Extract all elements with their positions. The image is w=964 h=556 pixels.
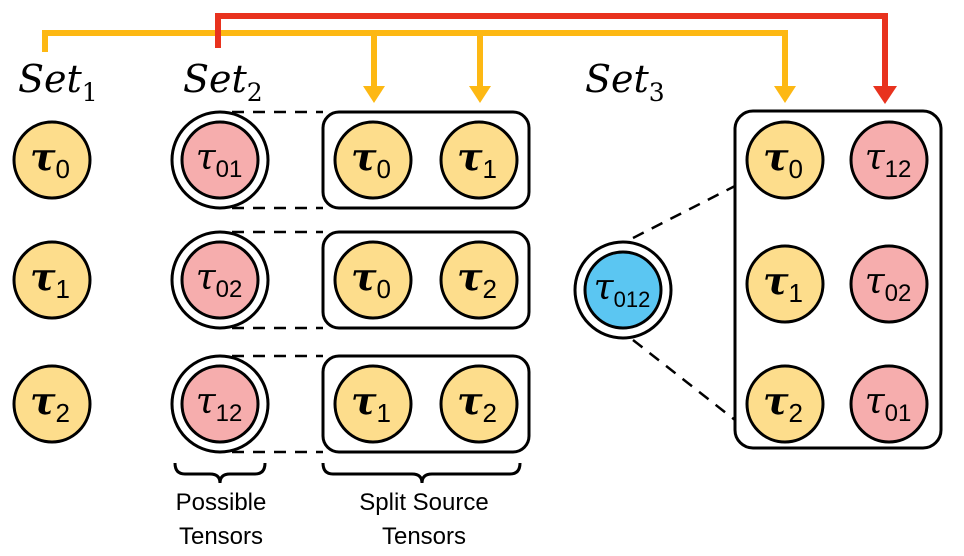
set3-split-3-left-circle [745, 364, 825, 444]
set2-tensor-01-circle [180, 120, 260, 200]
captions: Possible Tensors Split Source Tensors [176, 489, 489, 550]
split-source-3-right-circle [439, 364, 519, 444]
split-brace [321, 462, 522, 484]
split-source-3-right: τ2 [439, 364, 519, 444]
set3-split-3-right-label: τ01 [865, 381, 912, 427]
dashed-guides [232, 110, 736, 454]
split-source-2-left: τ0 [333, 240, 413, 320]
split-box-2 [321, 230, 531, 330]
split-source-1-left-label: τ0 [351, 134, 391, 184]
split-source-2-right-label: τ2 [457, 254, 497, 304]
set2-tensor-12-label: τ12 [196, 381, 243, 427]
orange-connector-line [42, 30, 788, 88]
split-source-3-right-label: τ2 [457, 378, 497, 428]
set3-split-box [733, 109, 943, 450]
set2-label: Set2 [183, 57, 263, 107]
split-source-2-left-label: τ0 [351, 254, 391, 304]
set2-tensor-12-circle [180, 364, 260, 444]
split-source-3-left-circle [333, 364, 413, 444]
set2-tensor-02-label: τ02 [196, 257, 243, 303]
set3-split-3-left: τ2 [745, 364, 825, 444]
set3-split-3-left-label: τ2 [763, 378, 803, 428]
orange-arrowhead-2 [469, 86, 491, 103]
set1-tensor-0-label: τ0 [30, 134, 70, 184]
set1-tensor-2: τ2 [12, 364, 92, 444]
set3-split-2-left-circle [745, 244, 825, 324]
split-box-1 [321, 110, 531, 210]
set1-tensor-0: τ0 [12, 120, 92, 200]
split-source-1-left-circle [333, 120, 413, 200]
set3-label: Set3 [585, 57, 665, 107]
red-connector-line [215, 13, 888, 88]
split-caption-line1: Split Source [359, 489, 488, 516]
orange-arrowhead-3 [774, 86, 796, 103]
possible-caption-line2: Tensors [179, 523, 263, 550]
set2-tensor-02-circle [180, 240, 260, 320]
set3-tensor-012-circle [583, 250, 663, 330]
set1-tensor-1-label: τ1 [30, 254, 70, 304]
set3-split-2-left-label: τ1 [763, 258, 803, 308]
set2-tensor-01: τ01 [170, 110, 270, 210]
set2-tensor-12: τ12 [170, 354, 270, 454]
possible-caption-line1: Possible [176, 489, 267, 516]
set3-split-1-left: τ0 [745, 120, 825, 200]
set1-tensor-2-label: τ2 [30, 378, 70, 428]
split-box-3 [321, 354, 531, 454]
split-source-1-right: τ1 [439, 120, 519, 200]
set3-split-2-right: τ02 [849, 244, 929, 324]
dash-set3-top [632, 184, 736, 240]
possible-brace [173, 462, 267, 484]
set1-tensor-2-circle [12, 364, 92, 444]
set3-split-1-left-label: τ0 [763, 134, 803, 184]
split-source-2-left-circle [333, 240, 413, 320]
braces [173, 462, 522, 484]
tensor-nodes: τ0 τ1 τ2 τ01 τ02 τ12 τ0 τ1 τ0 τ2 τ1 τ2 τ012 τ0 τ12 τ1 τ0… [12, 110, 929, 454]
set2-tensor-02: τ02 [170, 230, 270, 330]
set3-split-3-right-circle [849, 364, 929, 444]
set3-split-1-right-circle [849, 120, 929, 200]
split-source-3-left-label: τ1 [351, 378, 391, 428]
red-arrowhead [873, 86, 897, 104]
set1-tensor-1: τ1 [12, 240, 92, 320]
connector-arrows [42, 13, 897, 104]
set-labels: Set1 Set2 Set3 [18, 57, 665, 107]
set3-split-1-right-label: τ12 [865, 137, 912, 183]
split-source-2-right-circle [439, 240, 519, 320]
set3-split-3-right: τ01 [849, 364, 929, 444]
split-source-1-right-label: τ1 [457, 134, 497, 184]
split-source-1-right-circle [439, 120, 519, 200]
set3-tensor-012-label: τ012 [594, 267, 651, 312]
set3-split-1-right: τ12 [849, 120, 929, 200]
split-source-1-left: τ0 [333, 120, 413, 200]
set3-split-2-left: τ1 [745, 244, 825, 324]
set1-tensor-0-circle [12, 120, 92, 200]
split-caption-line2: Tensors [382, 523, 466, 550]
dash-set3-bottom [632, 339, 736, 421]
set1-label: Set1 [18, 57, 98, 107]
set2-tensor-01-label: τ01 [196, 137, 243, 183]
set3-split-1-left-circle [745, 120, 825, 200]
set1-tensor-1-circle [12, 240, 92, 320]
split-source-boxes [321, 109, 943, 454]
split-source-3-left: τ1 [333, 364, 413, 444]
orange-arrowhead-1 [363, 86, 385, 103]
set3-tensor-012: τ012 [573, 240, 673, 340]
set3-split-2-right-circle [849, 244, 929, 324]
set3-split-2-right-label: τ02 [865, 261, 912, 307]
split-source-2-right: τ2 [439, 240, 519, 320]
